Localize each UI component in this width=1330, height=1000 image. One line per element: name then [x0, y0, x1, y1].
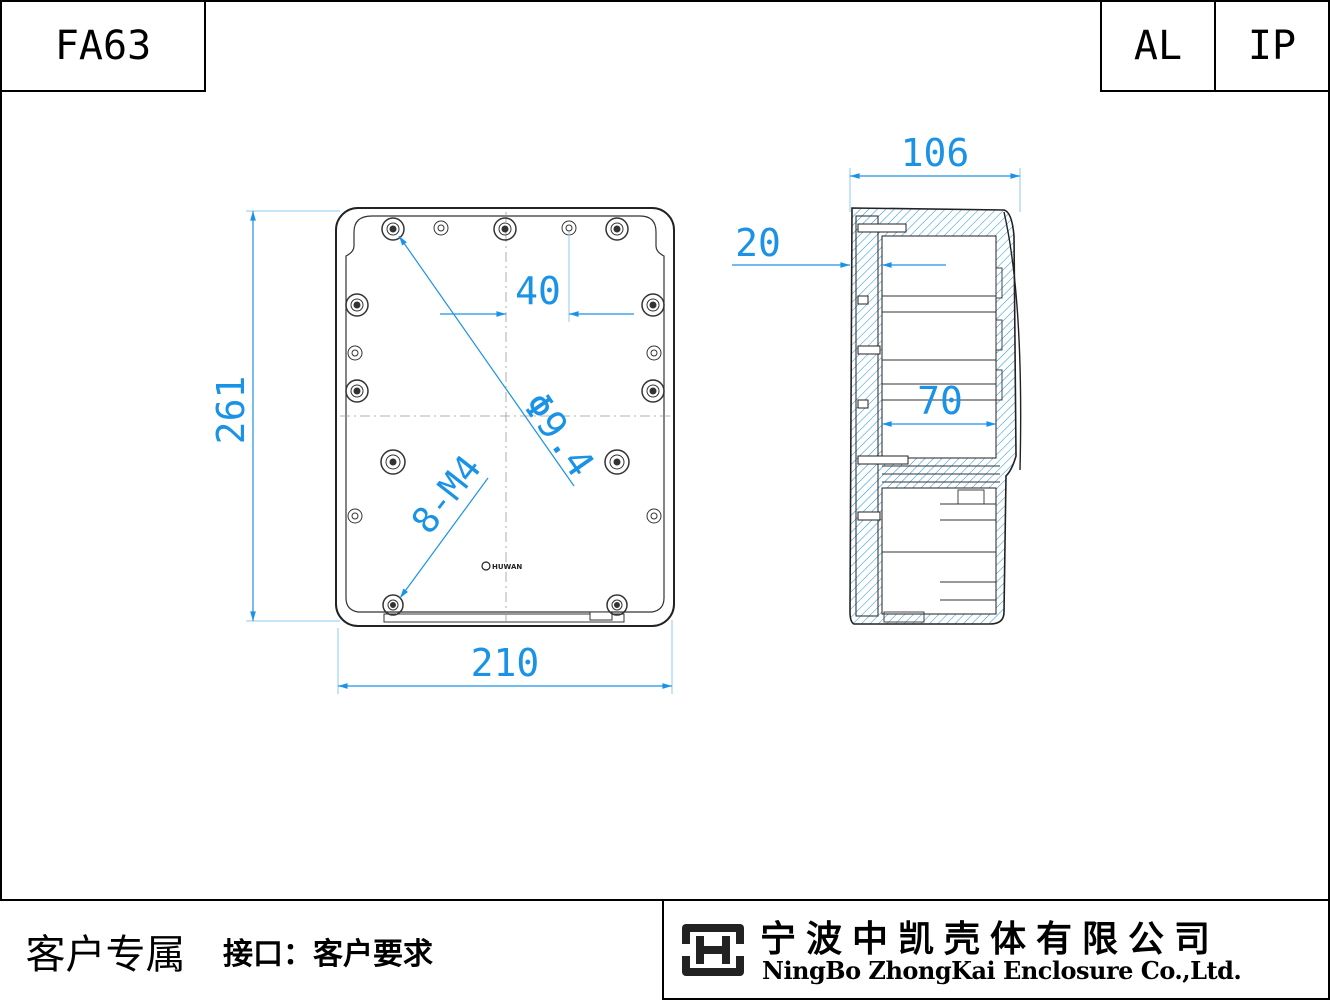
brand-mark: HUWAN: [481, 561, 522, 571]
screw-boss: [605, 217, 629, 241]
rating-cell: IP: [1214, 0, 1330, 92]
material-label: AL: [1133, 23, 1183, 69]
side-view: 106 20 70: [732, 131, 1022, 625]
side-wall: [855, 215, 879, 617]
front-view: HUWAN 210 261 40 Φ9.4 8-M4: [209, 207, 675, 694]
screw-boss: [604, 449, 630, 475]
company-name-en: NingBo ZhongKai Enclosure Co.,Ltd.: [762, 956, 1242, 985]
screw-boss: [641, 379, 665, 403]
company-name-cn: 宁波中凯壳体有限公司: [760, 919, 1221, 960]
brand-logo-icon: [481, 561, 491, 571]
mounting-hole: [433, 220, 449, 236]
side-lid-curve: [1003, 211, 1022, 471]
footer-interface-cell: 接口：客户要求: [211, 899, 664, 1000]
material-cell: AL: [1100, 0, 1216, 92]
height-dimension-label: 261: [209, 376, 253, 445]
hinge-strip: [383, 613, 625, 623]
screw-boss: [380, 449, 406, 475]
rating-label: IP: [1247, 23, 1297, 69]
mounting-hole: [347, 508, 363, 524]
footer-interface: 接口：客户要求: [223, 936, 433, 972]
technical-drawing: HUWAN 210 261 40 Φ9.4 8-M4: [209, 131, 1022, 694]
spacing-dimension-label: 40: [515, 269, 561, 313]
screw-boss: [382, 594, 404, 616]
footer-category: 客户专属: [25, 931, 186, 978]
footer-category-cell: 客户专属: [0, 899, 213, 1000]
inner-dimension-label: 70: [917, 379, 963, 423]
diameter-label: Φ9.4: [514, 384, 603, 484]
footer-company-cell: 宁波中凯壳体有限公司 NingBo ZhongKai Enclosure Co.…: [664, 900, 1329, 999]
side-cavity-upper: [881, 235, 997, 459]
screw-boss: [641, 293, 665, 317]
side-cavity-lower: [881, 487, 997, 615]
brand-text: HUWAN: [492, 563, 522, 571]
depth-dimension-label: 106: [901, 131, 970, 175]
model-cell: FA63: [0, 0, 206, 92]
enclosure-inner-rim: [345, 215, 665, 613]
width-dimension-label: 210: [471, 641, 540, 685]
enclosure-outline: [335, 207, 675, 627]
zhongkai-logo-icon: [680, 924, 746, 976]
hinge-tab: [589, 611, 613, 621]
mounting-hole: [347, 345, 363, 361]
screw-boss: [493, 217, 517, 241]
screw-boss: [345, 379, 369, 403]
diameter-leader-line: [398, 235, 575, 487]
model-label: FA63: [54, 23, 152, 69]
screw-label: 8-M4: [404, 448, 490, 542]
screw-boss: [606, 594, 628, 616]
offset-dimension-label: 20: [735, 221, 781, 265]
mounting-hole: [646, 508, 662, 524]
screw-leader-line: [399, 477, 489, 599]
screw-boss: [381, 217, 405, 241]
screw-boss: [345, 293, 369, 317]
mounting-hole: [646, 345, 662, 361]
